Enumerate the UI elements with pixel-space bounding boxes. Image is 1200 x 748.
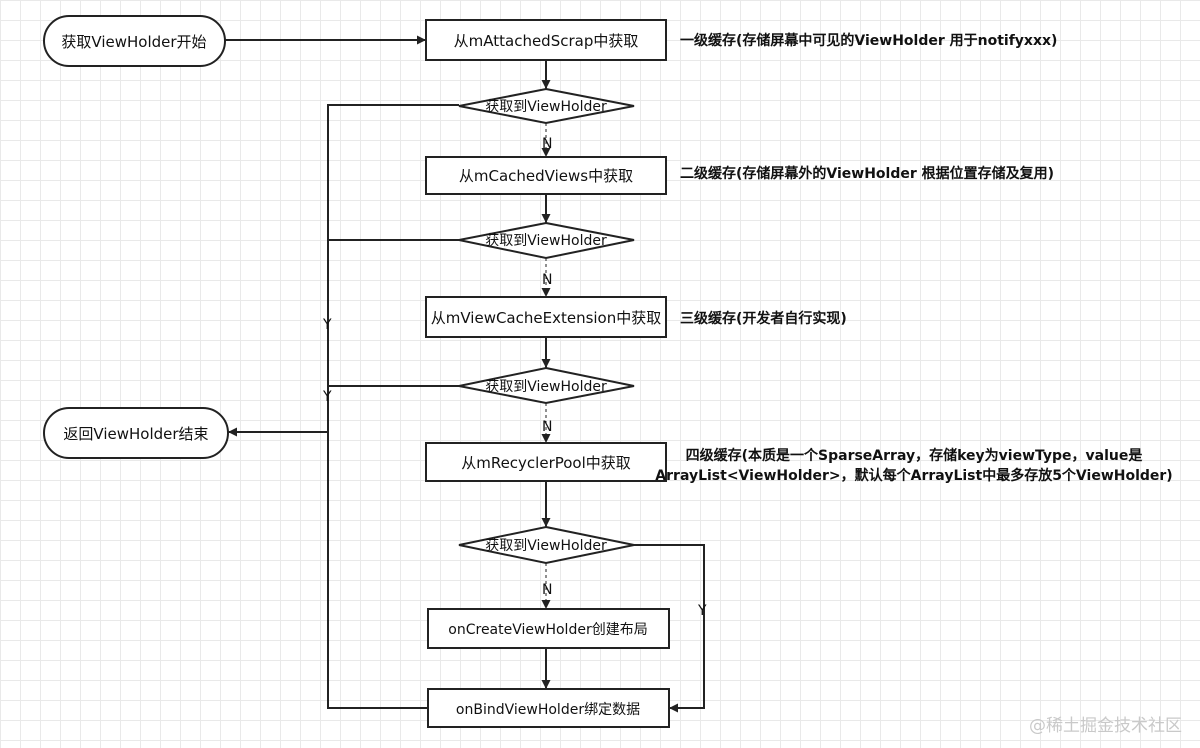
- process-view-cache-extension-label: 从mViewCacheExtension中获取: [431, 309, 662, 327]
- edge-label-y-3: Y: [697, 603, 707, 619]
- note-level2-cache: 二级缓存(存储屏幕外的ViewHolder 根据位置存储及复用): [680, 165, 1054, 182]
- end-node-label: 返回ViewHolder结束: [63, 425, 208, 443]
- edge-yes-loop-main: [327, 104, 459, 432]
- process-cached-views-label: 从mCachedViews中获取: [459, 167, 633, 185]
- process-recycler-pool-label: 从mRecyclerPool中获取: [461, 454, 631, 472]
- edge-decision4-yes-to-step6: [634, 544, 705, 713]
- process-view-cache-extension: 从mViewCacheExtension中获取: [425, 296, 667, 338]
- edge-label-n-4: N: [542, 582, 552, 598]
- edge-label-n-3: N: [542, 419, 552, 435]
- process-create-view-holder-label: onCreateViewHolder创建布局: [448, 622, 647, 638]
- watermark: @稀土掘金技术社区: [1029, 716, 1182, 736]
- process-bind-view-holder: onBindViewHolder绑定数据: [427, 688, 670, 728]
- start-node-label: 获取ViewHolder开始: [61, 33, 206, 51]
- decision-3: 获取到ViewHolder: [458, 366, 635, 405]
- edge-step6-to-loop: [327, 432, 428, 709]
- edge-label-y-1: Y: [322, 317, 332, 333]
- end-node: 返回ViewHolder结束: [43, 407, 229, 459]
- start-node: 获取ViewHolder开始: [43, 15, 226, 67]
- note-level1-cache: 一级缓存(存储屏幕中可见的ViewHolder 用于notifyxxx): [680, 32, 1057, 49]
- note-level3-cache: 三级缓存(开发者自行实现): [680, 310, 847, 327]
- process-create-view-holder: onCreateViewHolder创建布局: [427, 608, 670, 649]
- note-level4-cache-line1: 四级缓存(本质是一个SparseArray，存储key为viewType，val…: [686, 447, 1144, 464]
- decision-1: 获取到ViewHolder: [458, 87, 635, 125]
- process-bind-view-holder-label: onBindViewHolder绑定数据: [456, 702, 640, 718]
- process-recycler-pool: 从mRecyclerPool中获取: [425, 442, 667, 482]
- process-cached-views: 从mCachedViews中获取: [425, 156, 667, 195]
- decision-3-label: 获取到ViewHolder: [485, 379, 607, 395]
- decision-4-label: 获取到ViewHolder: [485, 538, 607, 554]
- note-level4-cache-line2: ArrayList<ViewHolder>，默认每个ArrayList中最多存放…: [655, 467, 1172, 484]
- decision-1-label: 获取到ViewHolder: [485, 99, 607, 115]
- decision-4: 获取到ViewHolder: [458, 525, 635, 565]
- edge-label-n-2: N: [542, 272, 552, 288]
- edge-label-n-1: N: [542, 136, 552, 152]
- decision-2-label: 获取到ViewHolder: [485, 233, 607, 249]
- decision-2: 获取到ViewHolder: [458, 221, 635, 260]
- edge-label-y-2: Y: [322, 389, 332, 405]
- process-attached-scrap-label: 从mAttachedScrap中获取: [454, 32, 639, 50]
- process-attached-scrap: 从mAttachedScrap中获取: [425, 19, 667, 61]
